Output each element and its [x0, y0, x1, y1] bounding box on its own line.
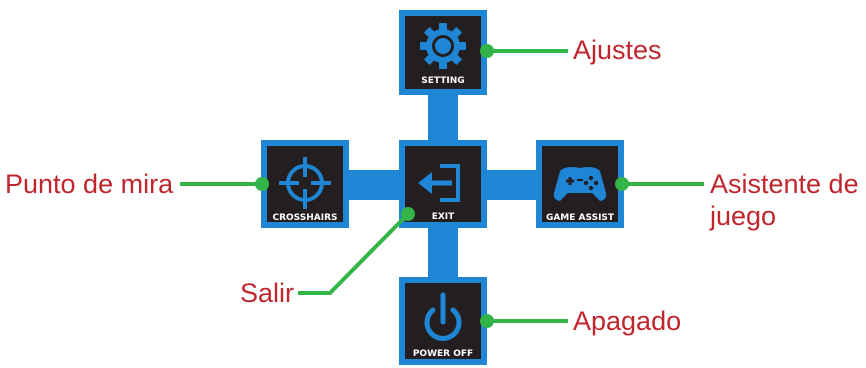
leader-salir [298, 212, 410, 295]
crosshairs-label: CROSSHAIRS [272, 213, 337, 223]
leader-dots [255, 44, 629, 328]
callout-ajustes: Ajustes [573, 35, 662, 65]
setting-label: SETTING [421, 76, 464, 86]
gear-icon [420, 23, 466, 69]
setting-button[interactable]: SETTING [399, 10, 487, 95]
callout-asistente-line2: juego [709, 201, 776, 231]
crosshair-icon [279, 157, 331, 209]
exit-icon [418, 164, 460, 202]
gamepad-icon [553, 167, 607, 201]
game-assist-button[interactable]: GAME ASSIST [536, 140, 624, 228]
leader-lines [180, 49, 704, 323]
crosshairs-button[interactable]: CROSSHAIRS [261, 140, 349, 228]
callout-apagado: Apagado [573, 306, 681, 336]
callout-punto-de-mira: Punto de mira [5, 169, 174, 199]
power-off-button[interactable]: POWER OFF [399, 277, 487, 365]
exit-label: EXIT [432, 212, 455, 222]
callout-salir: Salir [240, 278, 294, 308]
callout-asistente-line1: Asistente de [710, 169, 859, 199]
power-off-label: POWER OFF [413, 349, 473, 359]
power-icon [424, 292, 462, 341]
game-assist-label: GAME ASSIST [546, 213, 615, 223]
